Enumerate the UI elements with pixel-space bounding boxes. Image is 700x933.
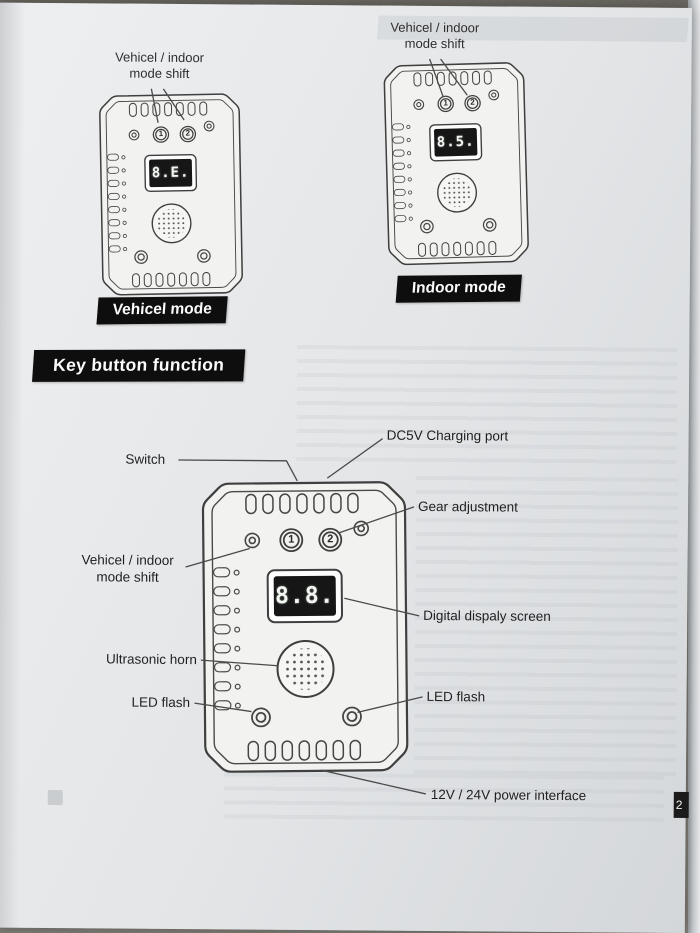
callout-gear-adjustment: Gear adjustment bbox=[418, 498, 518, 515]
device-illustration-key-buttons: 8.8. 1 2 bbox=[199, 476, 412, 778]
callout-dc5v-charging-port: DC5V Charging port bbox=[386, 427, 509, 444]
showthrough-page-mark bbox=[47, 789, 63, 806]
device-illustration-vehicle-mode: 8.E. 1 2 bbox=[97, 90, 246, 300]
page-number-tab: 2 bbox=[673, 791, 689, 818]
gear-button-2-label: 2 bbox=[470, 98, 475, 108]
callout-switch: Switch bbox=[125, 451, 166, 467]
callout-mode-shift: Vehicel / indoor mode shift bbox=[81, 552, 174, 585]
gear-button-2-label: 2 bbox=[327, 533, 334, 546]
mode-shift-annotation-left: Vehicel / indoor mode shift bbox=[115, 49, 205, 82]
gear-button-1-label: 1 bbox=[288, 533, 295, 546]
gear-button-1-label: 1 bbox=[158, 129, 164, 139]
digital-display-value: 8.8. bbox=[274, 582, 335, 610]
gear-button-2-label: 2 bbox=[185, 129, 191, 139]
callout-digital-display-screen: Digital dispaly screen bbox=[423, 607, 551, 624]
digital-display-value: 8.5. bbox=[436, 133, 475, 151]
mode-shift-annotation-right: Vehicel / indoor mode shift bbox=[390, 19, 480, 52]
callout-power-interface: 12V / 24V power interface bbox=[430, 786, 587, 804]
indoor-mode-banner: Indoor mode bbox=[395, 274, 522, 303]
page-number: 2 bbox=[675, 797, 683, 812]
vehicle-mode-banner: Vehicel mode bbox=[96, 296, 228, 325]
page-edge-strip bbox=[688, 0, 700, 933]
device-illustration-indoor-mode: 8.5. 1 2 bbox=[381, 58, 532, 269]
section-title-banner: Key button function bbox=[32, 349, 246, 382]
callout-led-flash-left: LED flash bbox=[131, 694, 191, 711]
callout-led-flash-right: LED flash bbox=[426, 688, 486, 705]
showthrough-text-1 bbox=[296, 344, 678, 468]
callout-ultrasonic-horn: Ultrasonic horn bbox=[106, 651, 197, 668]
digital-display-value: 8.E. bbox=[151, 164, 190, 182]
showthrough-text-2 bbox=[413, 475, 679, 778]
gear-button-1-label: 1 bbox=[443, 98, 448, 108]
